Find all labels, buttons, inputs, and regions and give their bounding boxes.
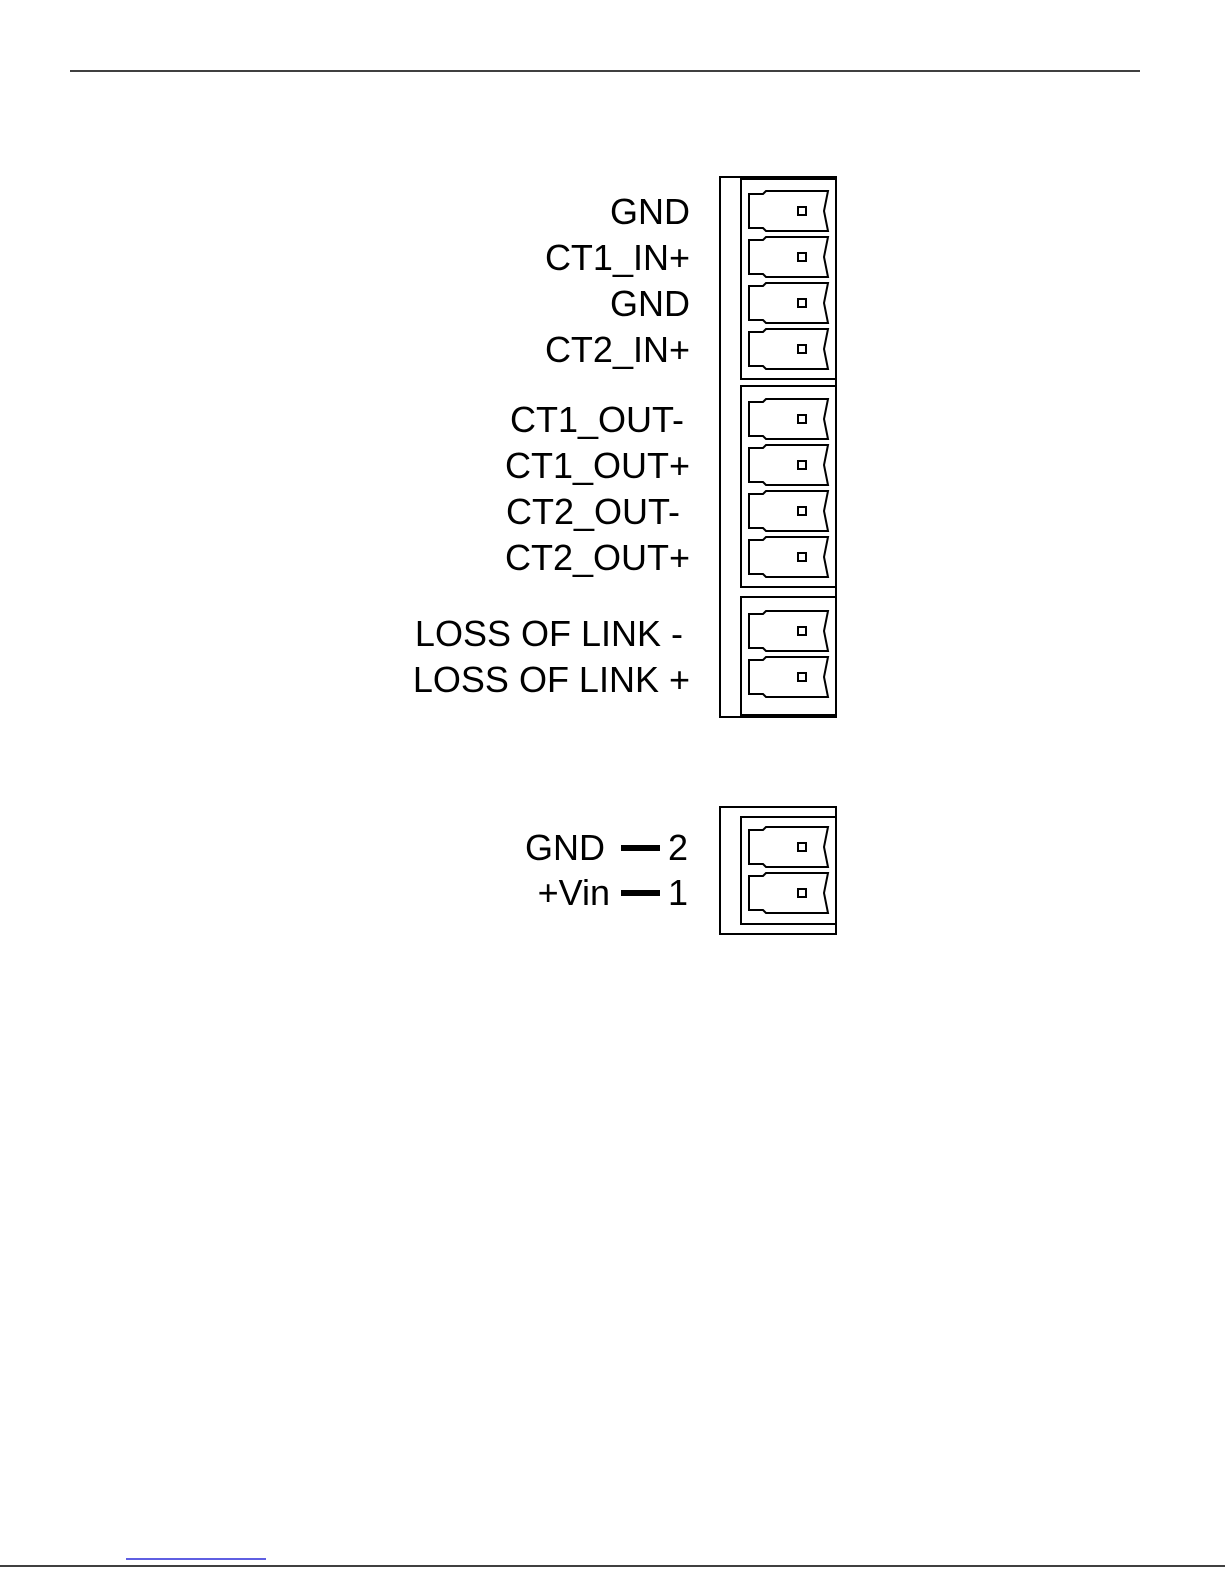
power-pin-number: 2 xyxy=(668,827,688,868)
pin-label: CT1_IN+ xyxy=(545,237,690,278)
terminal-screw-clamp xyxy=(749,657,828,697)
pin-label: CT1_OUT+ xyxy=(505,445,690,486)
pin-label: CT2_IN+ xyxy=(545,329,690,370)
power-group-frame xyxy=(741,817,837,924)
pin-label: CT2_OUT+ xyxy=(505,537,690,578)
terminal-screw-clamp xyxy=(749,191,828,231)
main-terminal-block: GND CT1_IN+ GND CT2_IN+ CT1_OUT- CT1_OUT… xyxy=(413,177,837,717)
group-frame-inputs xyxy=(741,179,837,379)
terminal-screw-clamp xyxy=(749,611,828,651)
power-pin-label: GND xyxy=(525,827,605,868)
terminal-screw-clamp xyxy=(749,491,828,531)
pin-label: LOSS OF LINK + xyxy=(413,659,690,700)
main-terminals xyxy=(749,191,828,697)
power-terminals xyxy=(749,827,828,913)
pin-label: GND xyxy=(610,283,690,324)
terminal-screw-clamp xyxy=(749,399,828,439)
terminal-screw-clamp xyxy=(749,445,828,485)
terminal-screw-clamp xyxy=(749,827,828,867)
terminal-screw-clamp xyxy=(749,329,828,369)
power-terminal-block: GND +Vin 2 1 xyxy=(525,807,837,934)
pin-label: LOSS OF LINK - xyxy=(415,613,683,654)
group-frame-outputs xyxy=(741,386,837,587)
power-pin-label: +Vin xyxy=(538,872,610,913)
pin-label: CT1_OUT- xyxy=(510,399,684,440)
terminal-screw-clamp xyxy=(749,873,828,913)
pin-label: GND xyxy=(610,191,690,232)
power-pin-number: 1 xyxy=(668,872,688,913)
terminal-screw-clamp xyxy=(749,283,828,323)
terminal-screw-clamp xyxy=(749,237,828,277)
pin-label: CT2_OUT- xyxy=(506,491,680,532)
main-block-housing xyxy=(720,177,837,717)
terminal-screw-clamp xyxy=(749,537,828,577)
